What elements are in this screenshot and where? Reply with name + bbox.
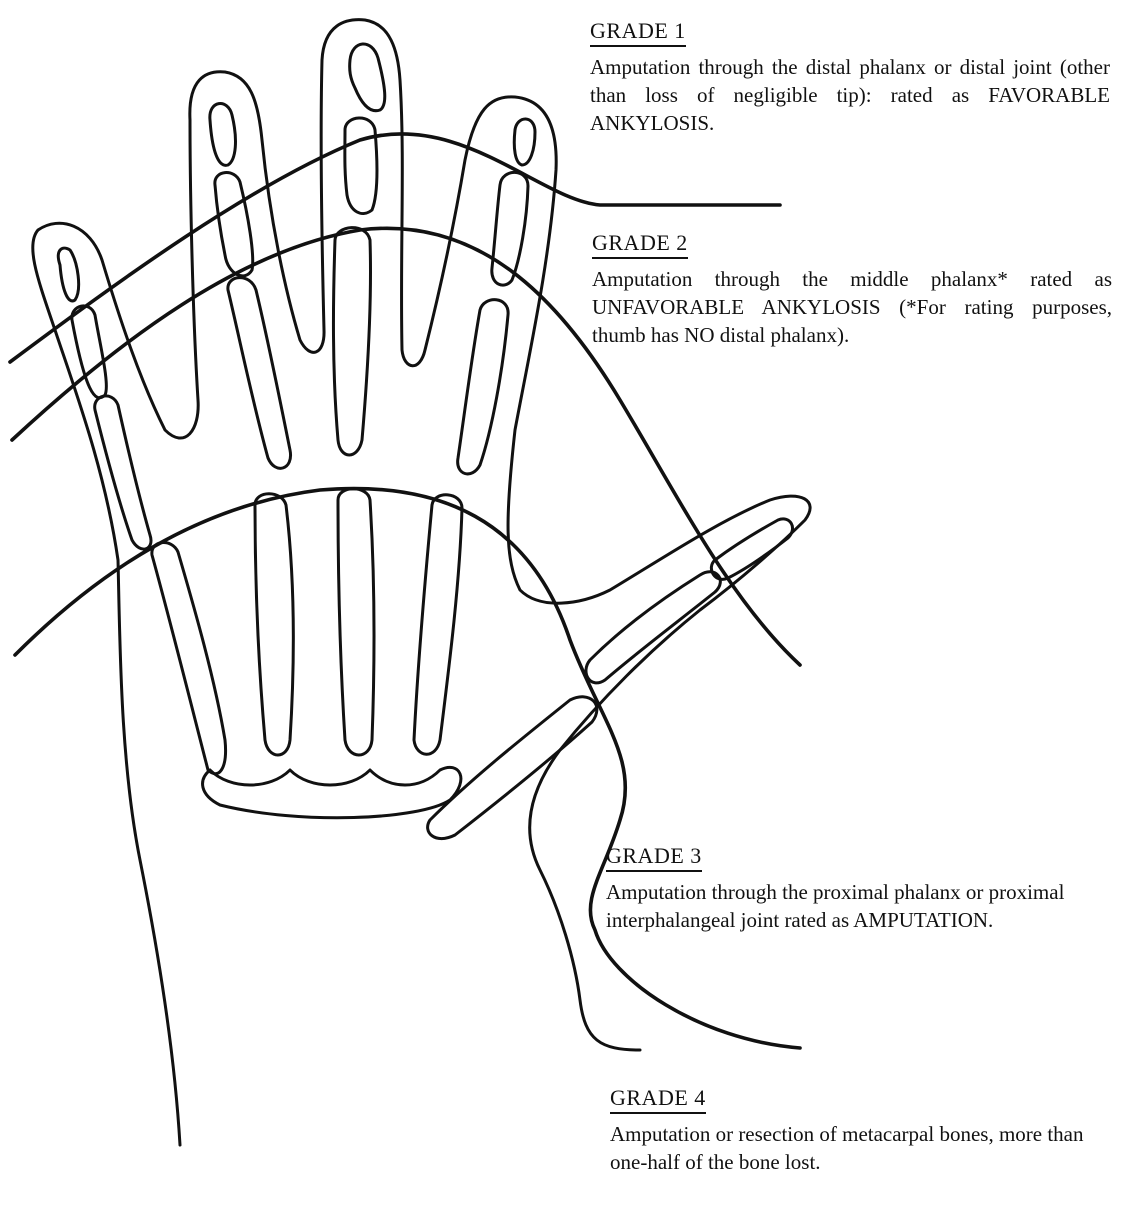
little-finger-distal-bone <box>58 248 78 301</box>
middle-finger-middle-bone <box>345 118 377 214</box>
grade-1-block: GRADE 1 Amputation through the distal ph… <box>590 18 1110 137</box>
ring-finger-distal-bone <box>210 104 236 166</box>
little-finger-proximal-bone <box>95 396 151 549</box>
grade-1-description: Amputation through the distal phalanx or… <box>590 53 1110 137</box>
ring-finger-proximal-bone <box>228 278 291 469</box>
grade-2-description: Amputation through the middle phalanx* r… <box>592 265 1112 349</box>
grade-2-block: GRADE 2 Amputation through the middle ph… <box>592 230 1112 349</box>
metacarpal-ring <box>255 494 293 755</box>
metacarpal-little <box>152 543 226 774</box>
grade-4-heading: GRADE 4 <box>610 1085 706 1114</box>
grade3-line <box>15 489 800 1048</box>
grade-4-block: GRADE 4 Amputation or resection of metac… <box>610 1085 1110 1176</box>
index-finger-distal-bone <box>514 119 535 165</box>
middle-finger-distal-bone <box>350 44 385 111</box>
metacarpal-index <box>414 495 462 754</box>
index-finger-proximal-bone <box>458 300 508 474</box>
grade-4-description: Amputation or resection of metacarpal bo… <box>610 1120 1110 1176</box>
grade-1-heading: GRADE 1 <box>590 18 686 47</box>
grade-3-heading: GRADE 3 <box>606 843 702 872</box>
grade-2-heading: GRADE 2 <box>592 230 688 259</box>
thumb-proximal-phalanx <box>586 572 720 683</box>
grade-3-block: GRADE 3 Amputation through the proximal … <box>606 843 1136 934</box>
middle-finger-proximal-bone <box>333 228 370 455</box>
carpal-bones <box>203 767 461 817</box>
grade-3-description: Amputation through the proximal phalanx … <box>606 878 1136 934</box>
hand-outline <box>33 20 810 1145</box>
ring-finger-middle-bone <box>215 173 253 276</box>
metacarpal-middle <box>338 489 374 755</box>
